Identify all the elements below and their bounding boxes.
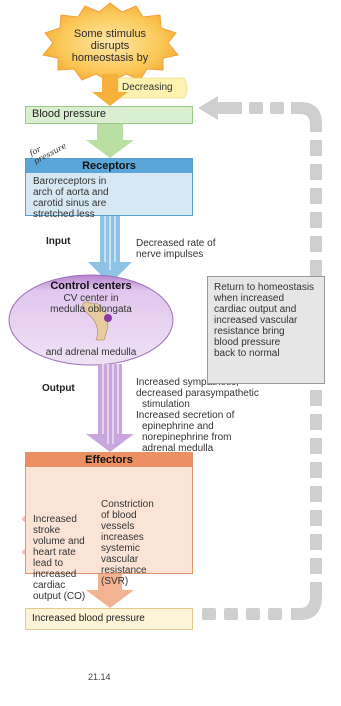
effectors-right-line-4: increases <box>101 532 144 543</box>
control-centers-ellipse <box>8 274 174 366</box>
effectors-left-text: Increased stroke volume and heart rate l… <box>33 514 95 602</box>
receptors-line-1: Baroreceptors in <box>33 176 107 187</box>
output-label: Output <box>42 383 75 394</box>
change-tag-shape <box>117 77 188 99</box>
page-number: 21.14 <box>88 672 111 682</box>
effectors-left-line-3: volume and <box>33 536 85 547</box>
control-centers-extra: and adrenal medulla <box>45 347 137 358</box>
return-line-7: back to normal <box>214 348 280 359</box>
receptors-box: Receptors Baroreceptors in arch of aorta… <box>25 158 193 220</box>
effectors-header: Effectors <box>26 453 192 467</box>
stimulus-line-1: Some stimulus disrupts <box>73 28 147 52</box>
effectors-right-line-3: vessels <box>101 521 135 532</box>
control-centers-line-1: CV center in <box>63 293 119 304</box>
control-centers-header: Control centers <box>50 280 132 292</box>
effectors-right-line-8: (SVR) <box>101 576 129 587</box>
brainstem-illustration <box>82 301 112 341</box>
variable-arrow <box>86 124 134 158</box>
effectors-left-line-1: Increased <box>33 514 77 525</box>
effectors-right-line-6: vascular <box>101 554 139 565</box>
receptors-header: Receptors <box>26 159 192 173</box>
return-line-5: resistance bring <box>214 326 285 337</box>
stimulus-text: Some stimulus disrupts homeostasis by <box>60 28 160 64</box>
effectors-right-text: Constriction of blood vessels increases … <box>101 499 189 587</box>
response-box: Increased blood pressure <box>25 608 193 630</box>
effectors-box: Effectors <box>25 452 193 574</box>
variable-box: Blood pressure <box>25 106 193 124</box>
control-centers-text: CV center in medulla oblongata <box>30 293 152 315</box>
effectors-left-line-2: stroke <box>33 525 61 536</box>
input-note-line-1: Decreased rate of <box>136 238 216 249</box>
stimulus-arrow <box>92 74 128 106</box>
output-note-line-6: norepinephrine from <box>142 432 232 443</box>
receptors-line-2: arch of aorta and <box>33 187 109 198</box>
change-tag: Decreasing <box>122 82 173 93</box>
output-note-line-3: stimulation <box>142 399 190 410</box>
effectors-left-line-6: increased <box>33 569 77 580</box>
effectors-left-line-7: cardiac <box>33 580 66 591</box>
output-arrow <box>86 364 134 452</box>
effectors-left-line-8: output (CO) <box>33 591 86 602</box>
return-line-2: when increased <box>214 293 285 304</box>
return-line-1: Return to homeostasis <box>214 282 315 293</box>
output-note: Increased sympathetic, decreased parasym… <box>136 377 266 454</box>
output-note-line-5: epinephrine and <box>142 421 214 432</box>
effectors-right-line-2: of blood <box>101 510 137 521</box>
return-line-6: blood pressure <box>214 337 281 348</box>
response-arrow <box>86 574 134 608</box>
input-label: Input <box>46 236 71 247</box>
output-note-line-2: decreased parasympathetic <box>136 388 259 399</box>
effectors-right-line-7: resistance <box>101 565 147 576</box>
input-note-line-2: nerve impulses <box>136 249 204 260</box>
effectors-left-line-5: lead to <box>33 558 64 569</box>
receptors-line-4: stretched less <box>33 209 95 220</box>
return-to-homeostasis-box: Return to homeostasis when increased car… <box>207 276 325 384</box>
output-note-line-1: Increased sympathetic, <box>136 377 239 388</box>
output-note-line-7: adrenal medulla <box>142 443 214 454</box>
effectors-left-line-4: heart rate <box>33 547 76 558</box>
input-arrow <box>88 216 132 284</box>
receptors-text: Baroreceptors in arch of aorta and carot… <box>26 173 192 220</box>
return-line-3: cardiac output and <box>214 304 297 315</box>
effectors-right-line-5: systemic <box>101 543 140 554</box>
effectors-right-line-1: Constriction <box>101 499 154 510</box>
control-centers-line-2: medulla oblongata <box>50 304 132 315</box>
stimulus-line-2: homeostasis by <box>71 52 149 64</box>
return-feedback-arrow <box>198 96 322 620</box>
output-note-line-4: Increased secretion of <box>136 410 235 421</box>
input-note: Decreased rate of nerve impulses <box>136 238 236 260</box>
return-line-4: increased vascular <box>214 315 298 326</box>
receptors-line-3: carotid sinus are <box>33 198 107 209</box>
